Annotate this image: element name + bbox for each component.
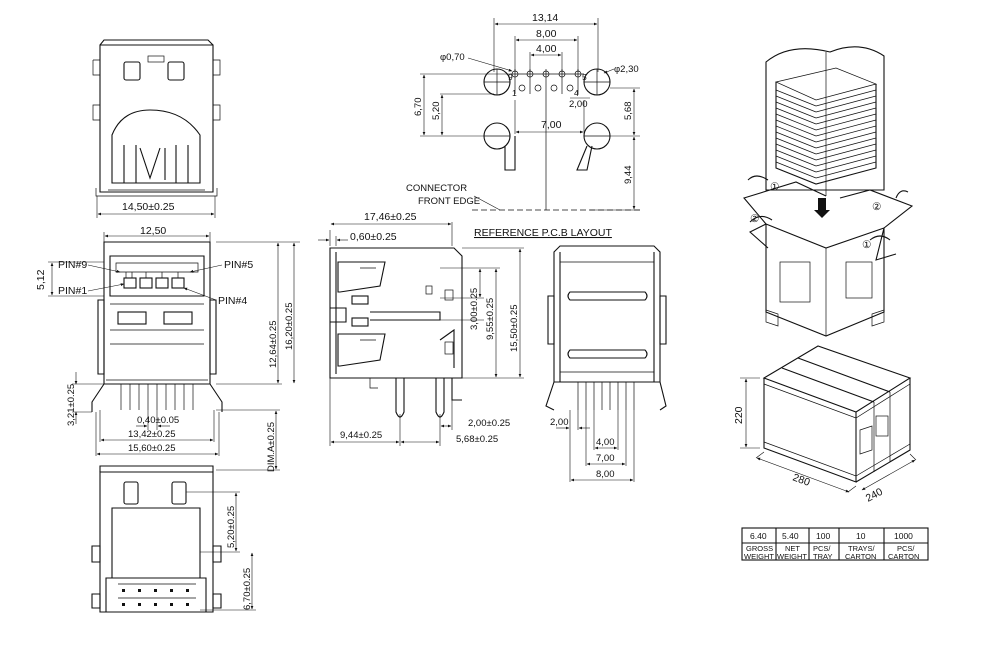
rear-dim-800: 8,00: [596, 469, 615, 480]
pcb-dim-200: 2,00: [569, 99, 588, 110]
table-header-net-1: NET: [785, 544, 800, 553]
carton-view: 220 280 240: [733, 345, 917, 505]
rear-dim-400: 4,00: [596, 437, 615, 448]
step1a-mark: ①: [770, 181, 780, 193]
side-dim-955: 9,55±0.25: [485, 298, 496, 340]
carton-height: 220: [733, 406, 745, 424]
pcb-dim-1314: 13,14: [532, 12, 558, 24]
pcb-dim-800: 8,00: [536, 28, 557, 40]
table-header-net-2: WEIGHT: [777, 552, 807, 561]
rear-view: 2,00 4,00 7,00 8,00: [545, 245, 667, 482]
table-value-pcs-tray: 100: [816, 531, 830, 541]
side-dim-1746: 17,46±0.25: [364, 211, 417, 223]
pack-table: 6.40 5.40 100 10 1000 GROSS WEIGHT NET W…: [741, 527, 929, 561]
front-top-dim: 12,50: [140, 225, 166, 237]
table-value-trays-carton: 10: [856, 531, 866, 541]
pcb-pin-1: 1: [512, 88, 517, 98]
pcb-dim-568: 5,68: [623, 102, 634, 121]
front-side-dim: 5,12: [35, 269, 47, 290]
dim-1560: 15,60±0.25: [128, 443, 175, 454]
pin9-label: PIN#9: [58, 259, 87, 271]
table-value-net: 5.40: [782, 531, 799, 541]
rear-dim-700: 7,00: [596, 453, 615, 464]
table-header-pcs-carton-1: PCS/: [897, 544, 915, 553]
top-width-dim: 14,50±0.25: [122, 201, 175, 213]
pcb-pin-9: 9: [508, 72, 513, 82]
dim-040: 0,40±0.05: [137, 415, 179, 426]
pcb-dim-400: 4,00: [536, 43, 557, 55]
table-header-trays-carton-1: TRAYS/: [848, 544, 875, 553]
connector-label-1: CONNECTOR: [406, 183, 467, 194]
bottom-dim-520: 5,20±0.25: [226, 506, 237, 548]
pin4-label: PIN#4: [218, 295, 247, 307]
side-view: 17,46±0.25 0,60±0.25 3,00±0.25 9,55±0.25…: [318, 211, 524, 446]
side-dim-060: 0,60±0.25: [350, 231, 397, 243]
pcb-layout: 13,14 8,00 4,00 9 5 1 4 φ0,70 φ2,30 6,70: [406, 12, 640, 239]
pcb-pin-5: 5: [582, 72, 587, 82]
step1b-mark: ①: [862, 239, 872, 251]
table-header-trays-carton-2: CARTON: [845, 552, 876, 561]
dim-a: DIM.A±0.25: [266, 422, 277, 472]
table-value-pcs-carton: 1000: [894, 531, 913, 541]
connector-label-2: FRONT EDGE: [418, 196, 480, 207]
pcb-dim-944: 9,44: [623, 166, 634, 185]
table-header-pcs-carton-2: CARTON: [888, 552, 919, 561]
bottom-view: 5,20±0.25 6,70±0.25: [91, 465, 256, 613]
dim-1342: 13,42±0.25: [128, 429, 175, 440]
pcb-pin-4: 4: [574, 88, 579, 98]
top-view: 14,50±0.25: [92, 39, 221, 218]
pcb-phi230: φ2,30: [614, 64, 639, 75]
side-dim-568: 5,68±0.25: [456, 434, 498, 445]
dim-1264: 12,64±0.25: [268, 321, 279, 368]
side-dim-944: 9,44±0.25: [340, 430, 382, 441]
pin1-label: PIN#1: [58, 285, 87, 297]
step2a-mark: ②: [750, 213, 760, 225]
table-header-pcs-tray-2: TRAY: [813, 552, 832, 561]
pcb-dim-700: 7,00: [541, 119, 562, 131]
reference-label: REFERENCE P.C.B LAYOUT: [474, 227, 612, 239]
table-header-pcs-tray-1: PCS/: [813, 544, 831, 553]
pcb-dim-520: 5,20: [431, 102, 442, 121]
table-header-gross-2: WEIGHT: [744, 552, 774, 561]
pin5-label: PIN#5: [224, 259, 253, 271]
rear-dim-200: 2,00: [550, 417, 569, 428]
bottom-dim-670: 6,70±0.25: [242, 568, 253, 610]
pcb-dim-670: 6,70: [413, 98, 424, 117]
table-value-gross: 6.40: [750, 531, 767, 541]
dim-321: 3,21±0.25: [66, 384, 77, 426]
carton-length: 280: [791, 472, 812, 489]
step2b-mark: ②: [872, 201, 882, 213]
side-dim-300: 3,00±0.25: [469, 288, 480, 330]
carton-width: 240: [864, 486, 885, 505]
side-dim-200: 2,00±0.25: [468, 418, 510, 429]
front-view: 12,50 PIN#9 PIN#5 PIN#1 PIN#4 5,12 3,21±…: [35, 225, 300, 472]
dim-1620: 16,20±0.25: [284, 303, 295, 350]
packaging-assembly: ① ① ② ②: [743, 46, 914, 337]
pcb-phi070: φ0,70: [440, 52, 465, 63]
side-dim-1550: 15,50±0.25: [509, 305, 520, 352]
table-header-gross-1: GROSS: [746, 544, 773, 553]
